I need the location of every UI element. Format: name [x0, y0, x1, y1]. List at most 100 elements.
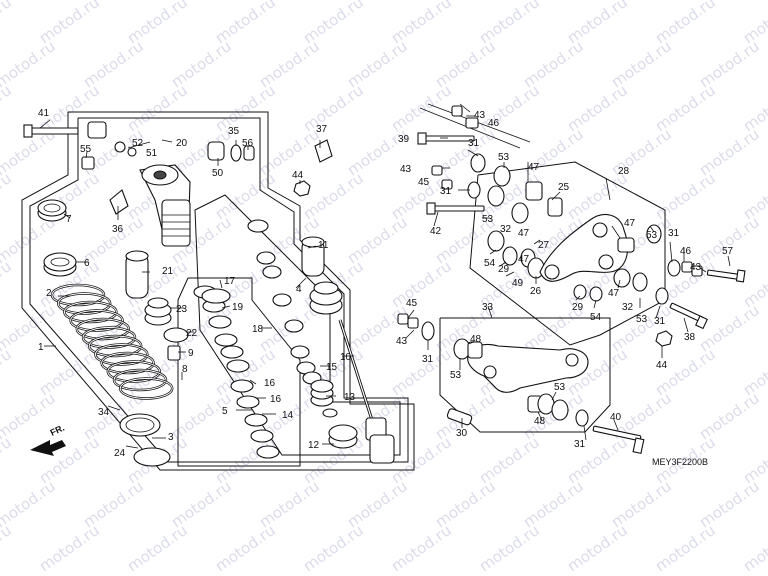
washer-31a: [470, 153, 486, 173]
callout-35: 35: [228, 126, 240, 137]
callout-19: 19: [232, 302, 244, 313]
callout-41: 41: [38, 108, 50, 119]
valve-stack-13: [310, 379, 334, 407]
callout-15: 15: [326, 362, 338, 373]
shim-washer: [256, 445, 280, 459]
watermark-text: motod.ru: [124, 521, 191, 575]
washer-31e: [421, 321, 435, 341]
callout-28: 28: [618, 166, 630, 177]
callout-47: 47: [518, 228, 530, 239]
leader-line: [161, 139, 173, 143]
callout-40: 40: [610, 412, 622, 423]
collar-46: [465, 117, 479, 129]
callout-labels: 4155525120762134243362123229850355637441…: [38, 108, 734, 459]
spring-coil-highlight: [113, 369, 167, 391]
shock-spring: [50, 283, 174, 400]
watermark-text: motod.ru: [0, 0, 15, 47]
callout-31: 31: [440, 186, 452, 197]
bushing-50: [207, 141, 225, 161]
spring-coil-highlight: [94, 344, 148, 365]
leader-line: [467, 341, 475, 345]
callout-26: 26: [530, 286, 542, 297]
watermark-text: motod.ru: [0, 345, 15, 399]
spring-coil-highlight: [88, 335, 142, 357]
callout-39: 39: [398, 134, 410, 145]
oring-22: [163, 327, 189, 343]
seal-53b: [646, 224, 662, 244]
leader-line: [63, 213, 71, 219]
collar-56: [243, 145, 255, 161]
callout-43: 43: [474, 110, 486, 121]
watermark-text: motod.ru: [212, 521, 279, 575]
callout-46: 46: [680, 246, 692, 257]
leader-lines: [39, 103, 731, 449]
spring-seat-6: [43, 252, 77, 277]
leader-line: [551, 191, 561, 201]
callout-51: 51: [146, 148, 158, 159]
leader-line: [405, 329, 415, 339]
bolt-41: [23, 124, 79, 138]
leader-line: [611, 225, 621, 239]
callout-14: 14: [282, 410, 294, 421]
leader-line: [537, 411, 543, 421]
shim-washer: [244, 413, 268, 427]
leader-line: [575, 295, 581, 301]
bolt-39: [417, 132, 475, 145]
callout-18: 18: [252, 324, 264, 335]
callout-31: 31: [654, 316, 666, 327]
leader-line: [551, 391, 557, 401]
callout-53: 53: [498, 152, 510, 163]
callout-31: 31: [468, 138, 480, 149]
callout-17: 17: [224, 276, 236, 287]
callout-38: 38: [684, 332, 696, 343]
nut-44: [293, 180, 311, 197]
callout-54: 54: [590, 312, 602, 323]
watermark-text: motod.ru: [36, 521, 103, 575]
leader-line: [655, 305, 661, 319]
linkage-assembly: [397, 105, 746, 455]
bolt-57: [706, 269, 746, 283]
leader-line: [699, 267, 707, 273]
callout-6: 6: [84, 258, 90, 269]
callout-22: 22: [186, 328, 198, 339]
shim-washer: [236, 395, 260, 409]
leader-line: [617, 279, 621, 289]
spring-coil-highlight: [70, 310, 124, 331]
callout-45: 45: [418, 177, 430, 188]
callout-16: 16: [270, 394, 282, 405]
callout-47: 47: [518, 254, 530, 265]
leader-line: [459, 103, 471, 113]
callout-49: 49: [512, 278, 524, 289]
callout-27: 27: [538, 240, 550, 251]
shim-washer: [272, 293, 292, 307]
callout-36: 36: [112, 224, 124, 235]
spring-coil-highlight: [76, 318, 130, 340]
watermark-text: motod.ru: [0, 257, 15, 311]
watermark-text: motod.ru: [740, 257, 768, 311]
leader-line: [487, 305, 493, 319]
callout-48: 48: [534, 416, 546, 427]
shim-washer: [220, 345, 244, 359]
leader-line: [39, 119, 51, 129]
callout-43: 43: [396, 336, 408, 347]
rocker-arm-28: [539, 214, 628, 282]
leader-line: [489, 249, 497, 255]
callout-53: 53: [646, 230, 658, 241]
callout-24: 24: [114, 448, 126, 459]
leader-line: [307, 245, 317, 249]
callout-52: 52: [132, 138, 144, 149]
leader-line: [593, 299, 597, 309]
pin-25: [547, 197, 563, 217]
ring-34: [119, 413, 161, 437]
shim-washer: [284, 319, 304, 333]
leader-line: [669, 241, 673, 263]
callout-37: 37: [316, 124, 328, 135]
leader-line: [249, 379, 257, 385]
drawing-code: MEY3F2200B: [652, 457, 708, 467]
watermark-text: motod.ru: [564, 521, 631, 575]
seal-29: [573, 284, 587, 300]
callout-53: 53: [450, 370, 462, 381]
callout-33: 33: [482, 302, 494, 313]
label-37: [314, 139, 333, 163]
